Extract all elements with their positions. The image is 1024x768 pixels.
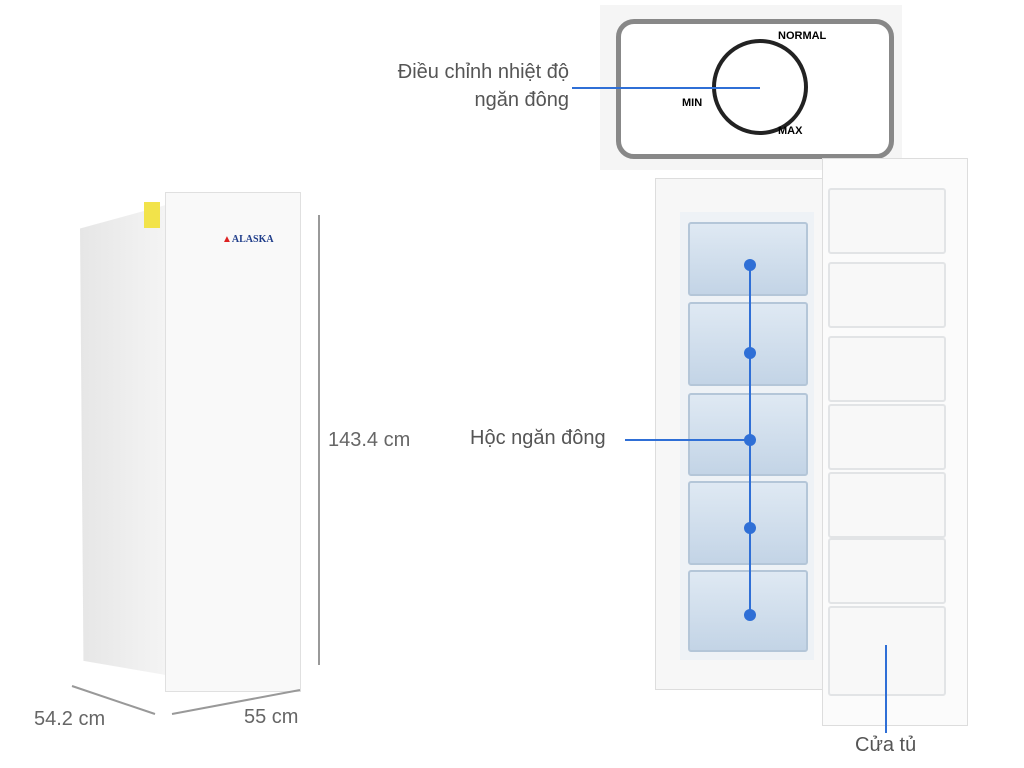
drawers-label: Hộc ngăn đông [470, 427, 606, 449]
dial-panel: NORMAL MIN MAX [600, 5, 902, 170]
drawer-marker [744, 434, 756, 446]
dial-normal-label: NORMAL [778, 30, 827, 42]
drawer [688, 302, 808, 386]
door-pointer-line [885, 645, 887, 733]
thermostat-label: Điều chỉnh nhiệt độ ngăn đông [397, 61, 569, 111]
dial-min-label: MIN [682, 97, 703, 109]
width-line [171, 689, 301, 715]
depth-line [71, 685, 156, 715]
height-label: 143.4 cm [328, 429, 411, 451]
freezer-front [165, 192, 301, 692]
width-label: 55 cm [244, 706, 299, 728]
drawer-marker [744, 522, 756, 534]
depth-label: 54.2 cm [34, 708, 106, 730]
drawer-marker [744, 347, 756, 359]
thermostat-pointer-line [572, 87, 760, 89]
door-panel [828, 188, 946, 254]
drawer-marker [744, 609, 756, 621]
door-panel [828, 336, 946, 402]
door-panel [828, 606, 946, 696]
energy-label [144, 202, 160, 228]
door-panel [828, 404, 946, 470]
door-panel [828, 262, 946, 328]
dial-max-label: MAX [778, 125, 803, 137]
door-label: Cửa tủ [855, 734, 917, 756]
brand-logo: ▲ALASKA [222, 234, 274, 245]
height-dimension-line [318, 215, 320, 665]
freezer-side [80, 205, 166, 675]
drawer-marker [744, 259, 756, 271]
door-panel [828, 538, 946, 604]
drawer-pointer-line [625, 439, 750, 441]
door-panel [828, 472, 946, 538]
